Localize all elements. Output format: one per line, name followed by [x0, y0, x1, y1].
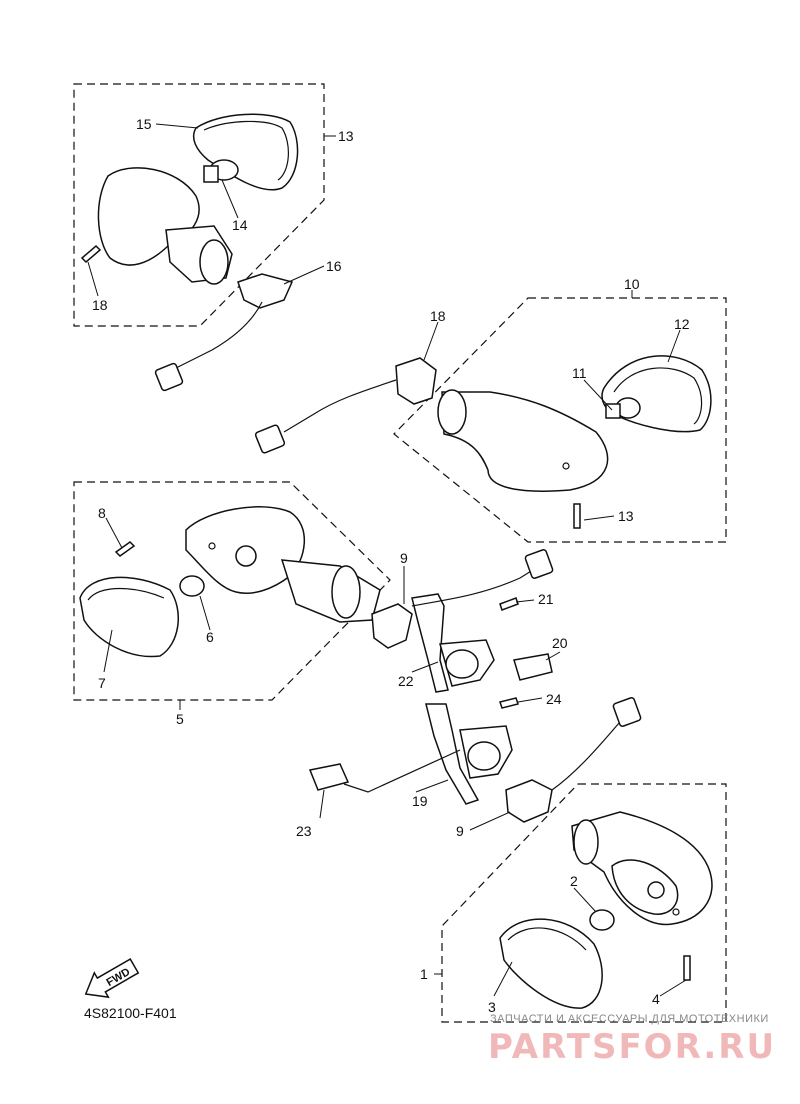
callout-18-top: 16: [326, 258, 342, 274]
callout-19: 19: [412, 793, 428, 809]
callout-11: 11: [572, 365, 587, 381]
fwd-label: FWD: [105, 966, 133, 989]
callout-1: 1: [420, 966, 428, 982]
callout-9-lower: 9: [456, 823, 464, 839]
callout-14: 13: [338, 128, 354, 144]
assembly-14: [73, 83, 336, 392]
drawing-code: 4S82100-F401: [84, 1005, 177, 1021]
assembly-10: [254, 290, 727, 543]
fwd-arrow: FWD: [84, 958, 140, 999]
callout-21: 21: [538, 591, 554, 607]
callout-4: 4: [652, 991, 660, 1007]
callout-labels: 15 13 14 16 18 10 18 12 11 13 8 9 21 6 2…: [92, 116, 690, 1015]
callout-8: 8: [98, 505, 106, 521]
watermark-tagline: ЗАПЧАСТИ И АКСЕССУАРЫ ДЛЯ МОТОТЕХНИКИ: [490, 1013, 769, 1025]
callout-15: 14: [232, 217, 248, 233]
watermark: ЗАПЧАСТИ И АКСЕССУАРЫ ДЛЯ МОТОТЕХНИКИ PA…: [488, 1013, 776, 1067]
callout-24: 24: [546, 691, 562, 707]
callout-2: 2: [570, 873, 578, 889]
watermark-brand: PARTSFOR.RU: [488, 1027, 776, 1067]
callout-7: 7: [98, 675, 106, 691]
callout-3: 3: [488, 999, 496, 1015]
callout-13: 13: [618, 508, 634, 524]
callout-17: 18: [92, 297, 108, 313]
bracket-group-lower: [308, 697, 642, 831]
callout-18-mid: 18: [430, 308, 446, 324]
callout-16: 15: [136, 116, 152, 132]
callout-20: 20: [552, 635, 568, 651]
callout-23: 23: [296, 823, 312, 839]
callout-10: 10: [624, 276, 640, 292]
assembly-1: [434, 783, 727, 1023]
callout-5: 5: [176, 711, 184, 727]
callout-22: 22: [398, 673, 414, 689]
callout-12: 12: [674, 316, 690, 332]
callout-6: 6: [206, 629, 214, 645]
assembly-5: [73, 481, 391, 710]
bracket-group-upper: [371, 549, 561, 693]
callout-9-upper: 9: [400, 550, 408, 566]
